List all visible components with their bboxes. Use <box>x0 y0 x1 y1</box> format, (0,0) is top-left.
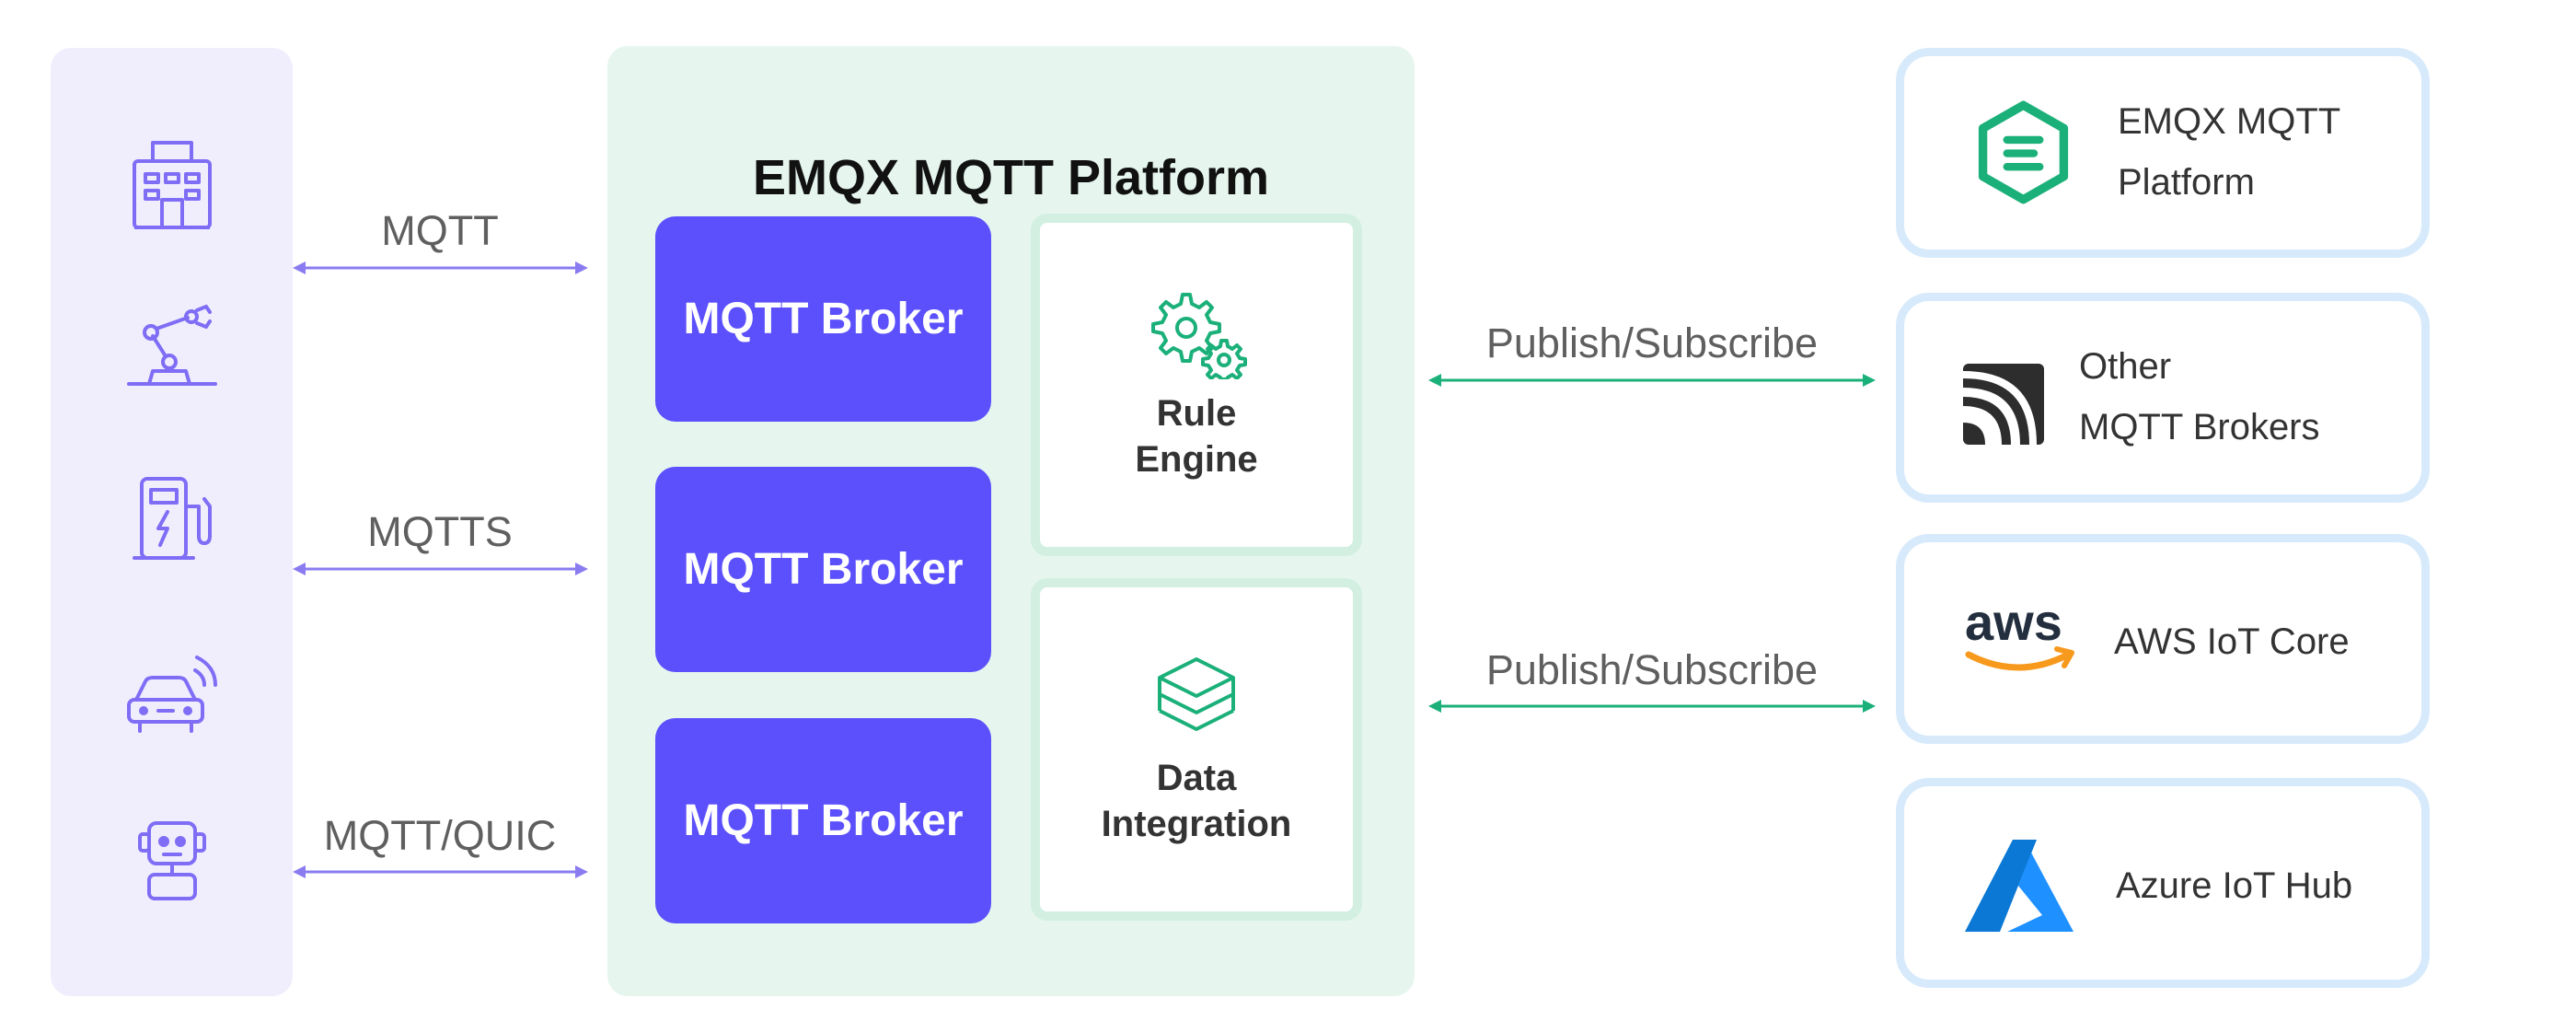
layers-icon <box>1146 652 1247 744</box>
target-other-brokers: Other MQTT Brokers <box>1896 293 2430 503</box>
platform-title: EMQX MQTT Platform <box>752 150 1269 205</box>
mqtt-broker-1: MQTT Broker <box>655 216 991 422</box>
target-aws-label: AWS IoT Core <box>2114 621 2350 662</box>
svg-text:aws: aws <box>1965 593 2062 651</box>
robot-icon <box>121 810 223 911</box>
target-other-brokers-label: Other MQTT Brokers <box>2079 346 2320 447</box>
protocol-label-mqtt: MQTT <box>381 207 499 254</box>
protocol-label-mqtt-quic: MQTT/QUIC <box>323 812 557 859</box>
mqtt-broker-3: MQTT Broker <box>655 718 991 923</box>
emqx-logo-icon <box>1970 99 2076 205</box>
bridge-label-2: Publish/Subscribe <box>1485 646 1819 693</box>
mqtt-broker-2: MQTT Broker <box>655 467 991 672</box>
data-integration-label: Data Integration <box>1101 758 1292 844</box>
protocol-arrow-mqtt <box>291 258 590 278</box>
bridge-arrow-2 <box>1427 696 1877 716</box>
target-aws-iot-core: aws AWS IoT Core <box>1896 534 2430 744</box>
target-emqx-platform: EMQX MQTT Platform <box>1896 48 2430 258</box>
rule-engine-label: Rule Engine <box>1135 393 1258 480</box>
target-emqx-label: EMQX MQTT Platform <box>2118 101 2341 203</box>
bridge-arrow-1 <box>1427 370 1877 390</box>
device-panel <box>51 48 293 996</box>
protocol-label-mqtts: MQTTS <box>367 508 513 555</box>
robot-arm-icon <box>121 299 223 400</box>
bridge-label-1: Publish/Subscribe <box>1485 319 1819 366</box>
protocol-arrow-mqtts <box>291 559 590 579</box>
target-azure-label: Azure IoT Hub <box>2116 865 2353 906</box>
aws-logo-icon: aws <box>1961 590 2081 691</box>
charging-station-icon <box>121 470 223 571</box>
mqtt-logo-icon <box>1958 358 2050 450</box>
connected-car-icon <box>121 643 223 744</box>
azure-logo-icon <box>1959 830 2079 941</box>
rule-engine-module: Rule Engine <box>1031 214 1362 556</box>
protocol-arrow-mqtt-quic <box>291 862 590 882</box>
gears-icon <box>1146 287 1247 381</box>
target-azure-iot-hub: Azure IoT Hub <box>1896 778 2430 988</box>
data-integration-module: Data Integration <box>1031 578 1362 921</box>
building-icon <box>121 133 223 235</box>
